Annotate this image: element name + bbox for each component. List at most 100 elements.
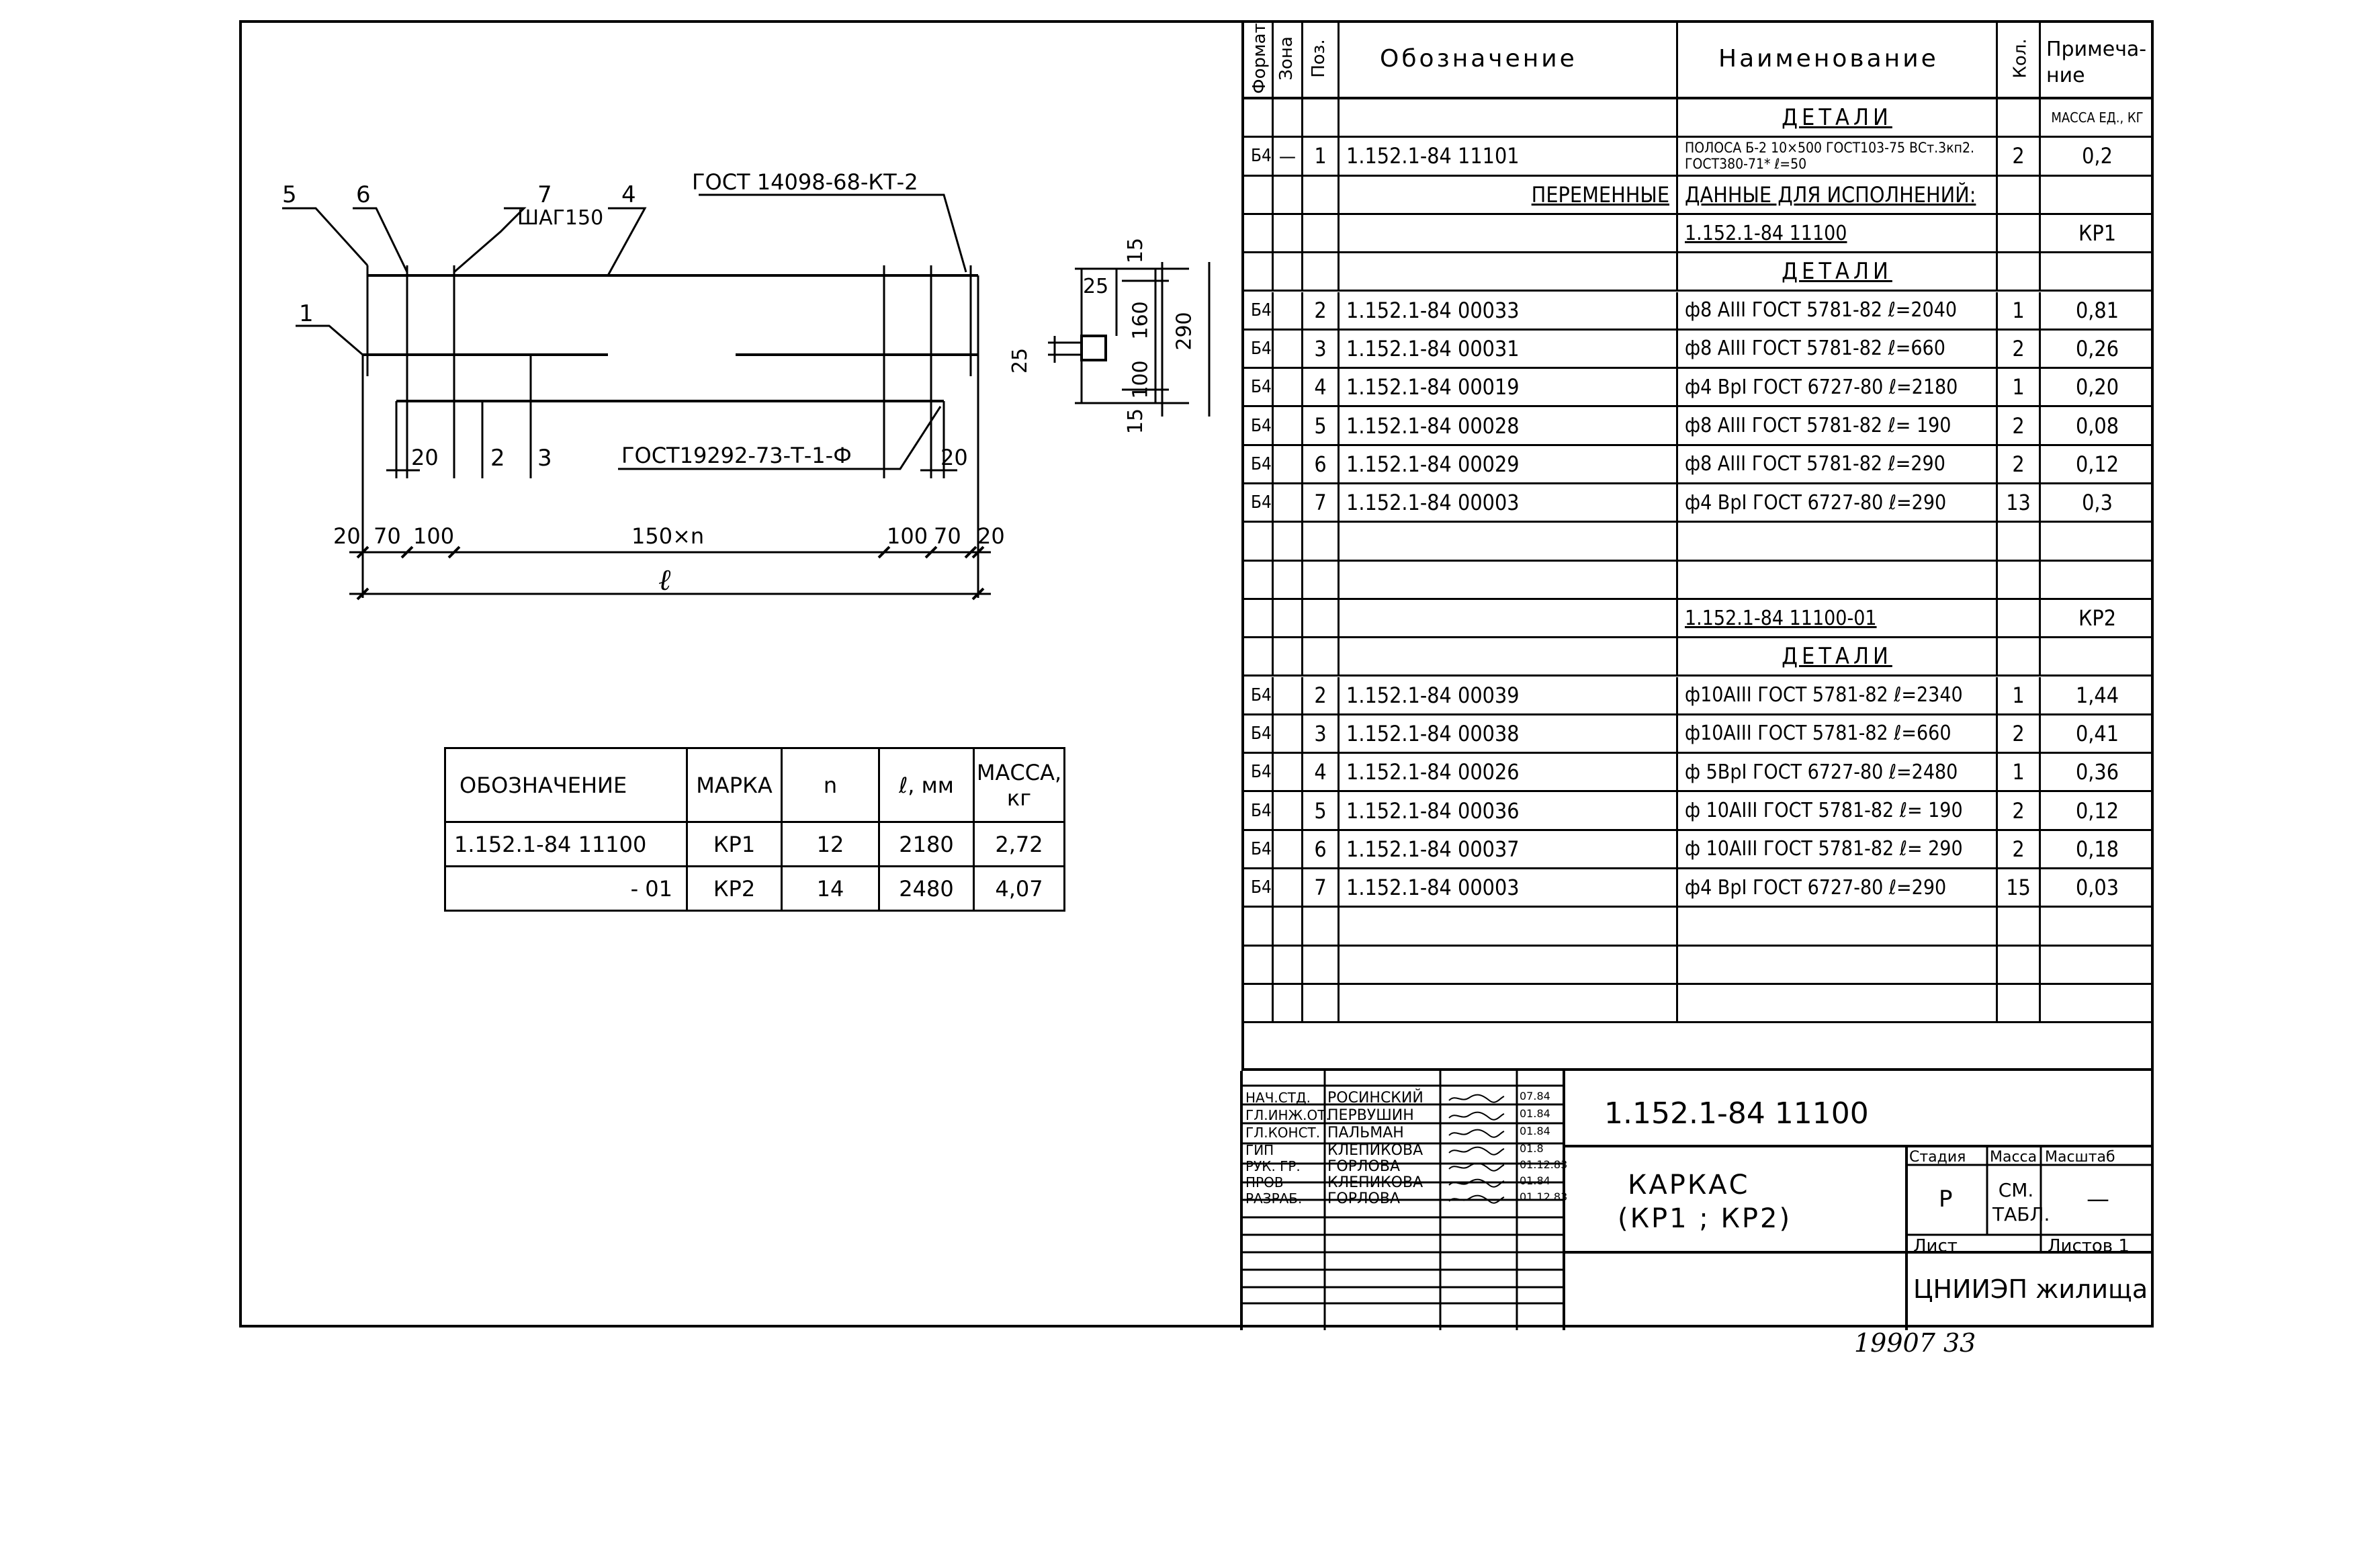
spec-cell-q: 2: [1998, 445, 2041, 482]
staff-date: 01.8: [1520, 1142, 1544, 1155]
spec-cell-f: Б4: [1244, 869, 1274, 906]
callout-6: 6: [356, 181, 371, 208]
spec-cell-text: 7: [1314, 490, 1327, 516]
spec-cell-f: Б4: [1244, 330, 1274, 367]
spec-cell-p: 6: [1303, 445, 1340, 482]
spec-cell-d: 1.152.1-84 00028: [1340, 407, 1678, 444]
spec-cell-m: 0,03: [2041, 869, 2154, 906]
spec-cell-text: 2: [2012, 451, 2025, 477]
callout-7: 7: [537, 181, 552, 208]
spec-cell-p: [1303, 638, 1340, 675]
spec-cell-q: [1998, 599, 2041, 637]
spec-cell-d: ПЕРЕМЕННЫЕ: [1340, 176, 1678, 213]
spec-cell-f: Б4: [1244, 445, 1274, 482]
spec-cell-text: ДЕТАЛИ: [1782, 104, 1892, 132]
spec-cell-q: 2: [1998, 715, 2041, 752]
variants-cell: 14: [781, 865, 880, 912]
spec-cell-n: [1678, 908, 1998, 945]
spec-cell-q: 2: [1998, 407, 2041, 444]
variants-cell: 2480: [878, 865, 975, 912]
spec-header: Формат Зона Поз. Обозначение Наименовани…: [1244, 20, 2154, 99]
spec-cell-m: 0,81: [2041, 292, 2154, 329]
spec-cell-text: ф 10АIII ГОСТ 5781-82 ℓ= 190: [1685, 799, 1963, 823]
spec-cell-text: 1.152.1-84 11100-01: [1685, 606, 1877, 630]
spec-cell-text: 1,44: [2075, 682, 2119, 708]
spec-cell-text: 1.152.1-84 00019: [1346, 374, 1520, 400]
callout-3: 3: [537, 445, 552, 472]
spec-cell-f: Б4: [1244, 484, 1274, 521]
spec-header-note-cell: Примеча-ние: [2041, 20, 2154, 97]
spec-cell-d: 1.152.1-84 00003: [1340, 869, 1678, 906]
spec-cell-text: 1.152.1-84 00036: [1346, 797, 1520, 824]
spec-cell-text: 1.152.1-84 00031: [1346, 335, 1520, 361]
variants-cell: 1.152.1-84 11100: [444, 821, 688, 867]
variants-cell: 4,07: [973, 865, 1065, 912]
dim-bottom-70a: 70: [374, 523, 401, 549]
spec-cell-text: 0,26: [2075, 335, 2119, 361]
spec-cell-m: [2041, 177, 2154, 213]
callout-5: 5: [282, 181, 297, 208]
spec-row: [1244, 561, 2154, 600]
stage-label: Стадия: [1909, 1149, 1966, 1166]
footer-number: 19907 33: [1854, 1328, 1976, 1358]
spec-cell-q: [1998, 638, 2041, 675]
spec-cell-n: ДЕТАЛИ: [1678, 99, 1998, 136]
spec-cell-m: [2041, 253, 2154, 290]
spec-cell-text: КР2: [2078, 605, 2117, 631]
spec-cell-f: [1244, 561, 1274, 598]
spec-cell-n: ф 10АIII ГОСТ 5781-82 ℓ= 190: [1678, 792, 1998, 829]
spec-cell-q: [1998, 253, 2041, 290]
spec-cell-f: [1244, 176, 1274, 213]
spec-cell-d: 1.152.1-84 00036: [1340, 792, 1678, 829]
spec-cell-q: [1998, 214, 2041, 252]
staff-role: ГЛ.ИНЖ.ОТ.: [1245, 1107, 1330, 1123]
title-block: 1.152.1-84 11100 КАРКАС (КР1 ; КР2) Стад…: [1240, 1068, 2154, 1330]
spec-cell-f: [1244, 946, 1274, 983]
spec-cell-text: 1.152.1-84 00028: [1346, 412, 1520, 439]
spec-cell-p: 4: [1303, 754, 1340, 791]
spec-cell-q: [1998, 946, 2041, 983]
spec-cell-z: [1274, 599, 1303, 637]
spec-cell-m: [2041, 523, 2154, 559]
staff-date: 01.84: [1520, 1107, 1550, 1120]
spec-cell-n: ДЕТАЛИ: [1678, 253, 1998, 290]
spec-row: [1244, 523, 2154, 562]
spec-cell-n: ДАННЫЕ ДЛЯ ИСПОЛНЕНИЙ:: [1678, 176, 1998, 213]
spec-cell-m: 0,41: [2041, 715, 2154, 752]
spec-cell-z: [1274, 445, 1303, 482]
spec-cell-text: КР1: [2078, 220, 2117, 247]
section-dim-100: 100: [1129, 360, 1153, 399]
dim-bottom-70b: 70: [934, 523, 961, 549]
spec-cell-z: [1274, 214, 1303, 252]
spec-cell-q: [1998, 561, 2041, 598]
spec-cell-d: 1.152.1-84 00037: [1340, 830, 1678, 867]
spec-cell-text: ДЕТАЛИ: [1782, 258, 1892, 286]
spec-cell-z: [1274, 715, 1303, 752]
mass-label: Масса: [1990, 1149, 2037, 1166]
spec-cell-text: МАССА ЕД., КГ: [2051, 110, 2144, 126]
spec-cell-p: 1: [1303, 138, 1340, 175]
spec-cell-text: 2: [2012, 797, 2025, 824]
spec-cell-f: Б4: [1244, 715, 1274, 752]
sheet-frame: [239, 20, 2154, 1327]
spec-cell-text: 0,12: [2075, 797, 2119, 824]
spec-cell-d: 1.152.1-84 00038: [1340, 715, 1678, 752]
dim-20-right: 20: [940, 445, 968, 470]
spec-cell-p: 7: [1303, 484, 1340, 521]
staff-date: 01.12.83: [1520, 1158, 1568, 1171]
spec-cell-f: Б4: [1244, 677, 1274, 713]
spec-cell-n: ф10АIII ГОСТ 5781-82 ℓ=660: [1678, 715, 1998, 752]
spec-cell-text: 1.152.1-84 11100: [1685, 221, 1847, 245]
sheets-label: Листов 1: [2048, 1236, 2130, 1256]
title-code: 1.152.1-84 11100: [1604, 1096, 1869, 1131]
spec-cell-text: 3: [1314, 720, 1327, 746]
spec-cell-m: 0,2: [2041, 138, 2154, 174]
spec-cell-m: 0,12: [2041, 792, 2154, 828]
spec-cell-text: ДЕТАЛИ: [1782, 643, 1892, 670]
section-dim-160: 160: [1129, 301, 1153, 340]
spec-cell-text: ф8 АIII ГОСТ 5781-82 ℓ=290: [1685, 452, 1945, 476]
